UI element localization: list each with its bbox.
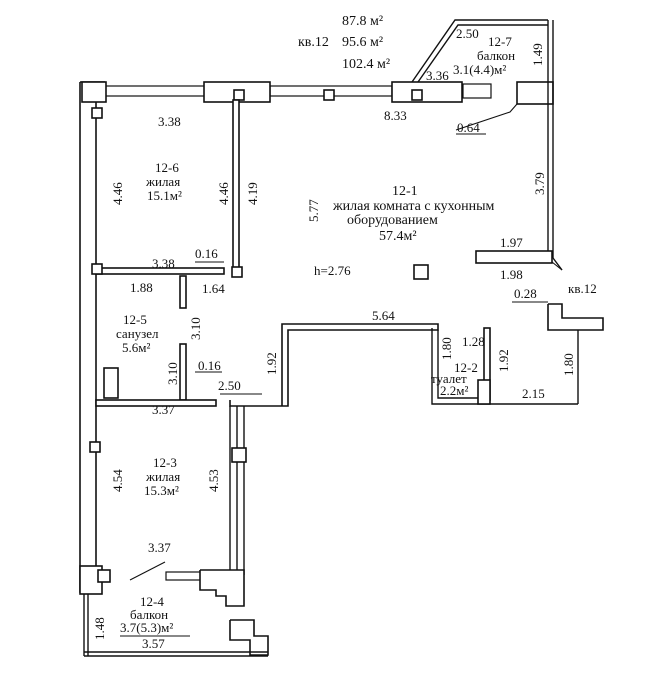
dim-2-50-mid: 2.50 — [218, 378, 241, 393]
room-12-5-id: 12-5 — [123, 312, 147, 327]
room-12-3-name: жилая — [145, 469, 180, 484]
dim-3-38-mid: 3.38 — [152, 256, 175, 271]
dim-8-33: 8.33 — [384, 108, 407, 123]
room-12-3-area: 15.3м² — [144, 483, 179, 498]
room-12-2-name: туалет — [431, 371, 467, 386]
dim-3-57: 3.57 — [142, 636, 165, 651]
balcony-12-7-outline — [411, 19, 548, 83]
dim-0-16-b: 0.16 — [198, 358, 221, 373]
dim-1-80-b: 1.80 — [561, 353, 576, 376]
room-12-3-id: 12-3 — [153, 455, 177, 470]
room-12-6-area: 15.1м² — [147, 188, 182, 203]
dim-0-16-a: 0.16 — [195, 246, 218, 261]
room-12-2-area: 2.2м² — [440, 383, 468, 398]
dim-4-46-left: 4.46 — [110, 182, 125, 205]
header-area-2: 95.6 м² — [342, 35, 383, 50]
room-12-1-name-1: жилая комната с кухонным — [332, 199, 495, 214]
header-area-3: 102.4 м² — [342, 57, 390, 72]
dim-5-64: 5.64 — [372, 308, 395, 323]
kitchen-counter — [413, 250, 563, 280]
dim-3-79: 3.79 — [532, 172, 547, 195]
dim-5-77: 5.77 — [306, 199, 321, 222]
dim-2-50-top: 2.50 — [456, 26, 479, 41]
dim-3-37-a: 3.37 — [152, 402, 175, 417]
header-area-1: 87.8 м² — [342, 14, 383, 29]
dim-3-37-b: 3.37 — [148, 540, 171, 555]
dim-3-10-a: 3.10 — [188, 317, 203, 340]
room-12-1-name-2: оборудованием — [347, 213, 438, 228]
room-12-6-name: жилая — [145, 174, 180, 189]
ceiling-height: h=2.76 — [314, 263, 351, 278]
dim-1-49: 1.49 — [530, 43, 545, 66]
dim-2-15: 2.15 — [522, 386, 545, 401]
dim-1-48: 1.48 — [92, 617, 107, 640]
dim-1-80-a: 1.80 — [439, 337, 454, 360]
dim-3-10-b: 3.10 — [165, 362, 180, 385]
dim-1-92-b: 1.92 — [496, 349, 511, 372]
room-12-1-area: 57.4м² — [379, 229, 417, 244]
dim-0-28: 0.28 — [514, 286, 537, 301]
room-12-1-id: 12-1 — [392, 184, 418, 199]
dim-4-53: 4.53 — [206, 469, 221, 492]
room-12-4-name: балкон — [130, 607, 168, 622]
balcony-12-4-outline — [79, 441, 269, 657]
room-12-7-area: 3.1(4.4)м² — [453, 62, 506, 77]
dim-1-28: 1.28 — [462, 334, 485, 349]
dim-4-46-inner: 4.46 — [216, 182, 231, 205]
room-12-7-name: балкон — [477, 48, 515, 63]
dim-1-97: 1.97 — [500, 235, 523, 250]
top-facade-wall — [81, 81, 554, 119]
partition-room-12-6 — [231, 99, 243, 278]
neighbor-apartment-label: кв.12 — [568, 281, 597, 296]
partition-room-12-5-top — [91, 263, 225, 275]
header-apartment: кв.12 — [298, 35, 329, 50]
bathroom-12-5-walls — [95, 275, 217, 407]
dim-4-54: 4.54 — [110, 469, 125, 492]
room-12-6-id: 12-6 — [155, 160, 179, 175]
leader-lines — [129, 103, 548, 581]
dim-1-98: 1.98 — [500, 267, 523, 282]
room-12-3-right-wall — [229, 406, 247, 575]
dim-0-64: 0.64 — [457, 120, 480, 135]
room-12-5-area: 5.6м² — [122, 340, 150, 355]
dim-4-19: 4.19 — [245, 182, 260, 205]
room-12-2-id: 12-2 — [454, 360, 478, 375]
dim-3-36: 3.36 — [426, 68, 449, 83]
room-12-5-name: санузел — [116, 326, 159, 341]
main-room-inner-wall — [229, 323, 579, 407]
outer-right-wall — [547, 20, 604, 331]
room-12-4-area: 3.7(5.3)м² — [120, 620, 173, 635]
dim-1-88: 1.88 — [130, 280, 153, 295]
room-12-4-id: 12-4 — [140, 594, 164, 609]
dim-1-92-a: 1.92 — [264, 352, 279, 375]
outer-left-wall — [79, 81, 105, 593]
dim-3-38-top: 3.38 — [158, 114, 181, 129]
dim-1-64: 1.64 — [202, 281, 225, 296]
room-12-7-id: 12-7 — [488, 34, 512, 49]
